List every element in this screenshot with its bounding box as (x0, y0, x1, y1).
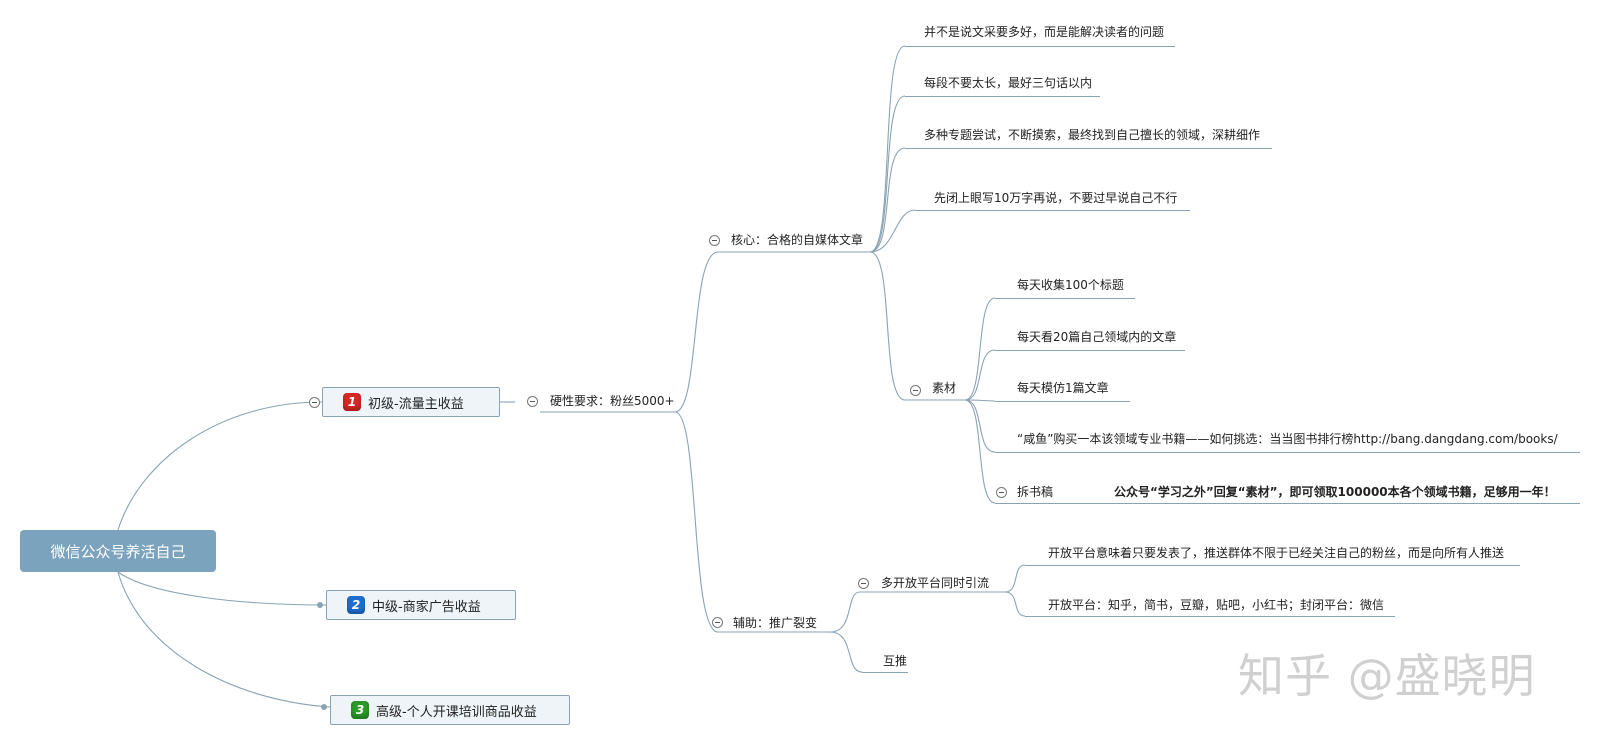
level-node-intermediate[interactable]: 2 中级-商家广告收益 (326, 590, 516, 620)
level-label: 初级-流量主收益 (368, 396, 464, 412)
aux-node[interactable]: 辅助：推广裂变 (733, 616, 818, 630)
underline (995, 350, 1185, 351)
dismantle-node[interactable]: 拆书稿 (1017, 485, 1054, 499)
collapse-toggle-multi[interactable] (858, 578, 869, 589)
underline (915, 210, 1190, 211)
core-item[interactable]: 多种专题尝试，不断摸索，最终找到自己擅长的领域，深耕细作 (924, 128, 1261, 142)
collapse-toggle-dismantle[interactable] (996, 487, 1007, 498)
mutual-promo-node[interactable]: 互推 (883, 654, 908, 668)
number-1-icon: 1 (343, 393, 361, 411)
material-item[interactable]: “咸鱼”购买一本该领域专业书籍——如何挑选：当当图书排行榜http://bang… (1017, 432, 1558, 446)
multi-item[interactable]: 开放平台：知乎，简书，豆瓣，贴吧，小红书；封闭平台：微信 (1048, 598, 1385, 612)
material-node[interactable]: 素材 (932, 381, 957, 395)
number-2-icon: 2 (347, 596, 365, 614)
dismantle-note: 公众号“学习之外”回复“素材”，即可领取100000本各个领域书籍，足够用一年！ (1114, 485, 1556, 499)
core-node[interactable]: 核心：合格的自媒体文章 (731, 233, 864, 247)
underline (1025, 565, 1520, 566)
number-3-icon: 3 (351, 701, 369, 719)
collapse-toggle-aux[interactable] (712, 617, 723, 628)
branch-dot (321, 704, 327, 710)
collapse-toggle-core[interactable] (709, 235, 720, 246)
root-label: 微信公众号养活自己 (50, 542, 186, 561)
collapse-toggle-requirement[interactable] (527, 396, 538, 407)
underline (905, 96, 1100, 97)
level-node-beginner[interactable]: 1 初级-流量主收益 (322, 387, 500, 417)
core-item[interactable]: 并不是说文采要多好，而是能解决读者的问题 (924, 25, 1165, 39)
core-item[interactable]: 每段不要太长，最好三句话以内 (924, 76, 1093, 90)
core-item[interactable]: 先闭上眼写10万字再说，不要过早说自己不行 (934, 191, 1178, 205)
underline (995, 298, 1135, 299)
collapse-toggle-level1[interactable] (309, 397, 320, 408)
root-node[interactable]: 微信公众号养活自己 (20, 530, 216, 572)
level-node-advanced[interactable]: 3 高级-个人开课培训商品收益 (330, 695, 570, 725)
level-label: 高级-个人开课培训商品收益 (376, 704, 537, 720)
requirement-node[interactable]: 硬性要求：粉丝5000+ (550, 394, 675, 408)
material-item[interactable]: 每天收集100个标题 (1017, 278, 1124, 292)
underline (905, 148, 1272, 149)
material-item[interactable]: 每天模仿1篇文章 (1017, 381, 1109, 395)
multi-platform-node[interactable]: 多开放平台同时引流 (881, 576, 990, 590)
underline (1025, 616, 1395, 617)
multi-item[interactable]: 开放平台意味着只要发表了，推送群体不限于已经关注自己的粉丝，而是向所有人推送 (1048, 546, 1505, 560)
watermark: 知乎 @盛晓明 (1238, 649, 1536, 703)
underline (995, 452, 1580, 453)
branch-dot (317, 602, 323, 608)
underline (995, 503, 1580, 504)
material-item[interactable]: 每天看20篇自己领域内的文章 (1017, 330, 1177, 344)
underline (862, 672, 908, 673)
underline (995, 401, 1130, 402)
level-label: 中级-商家广告收益 (372, 599, 481, 615)
underline (905, 46, 1175, 47)
collapse-toggle-material[interactable] (910, 385, 921, 396)
